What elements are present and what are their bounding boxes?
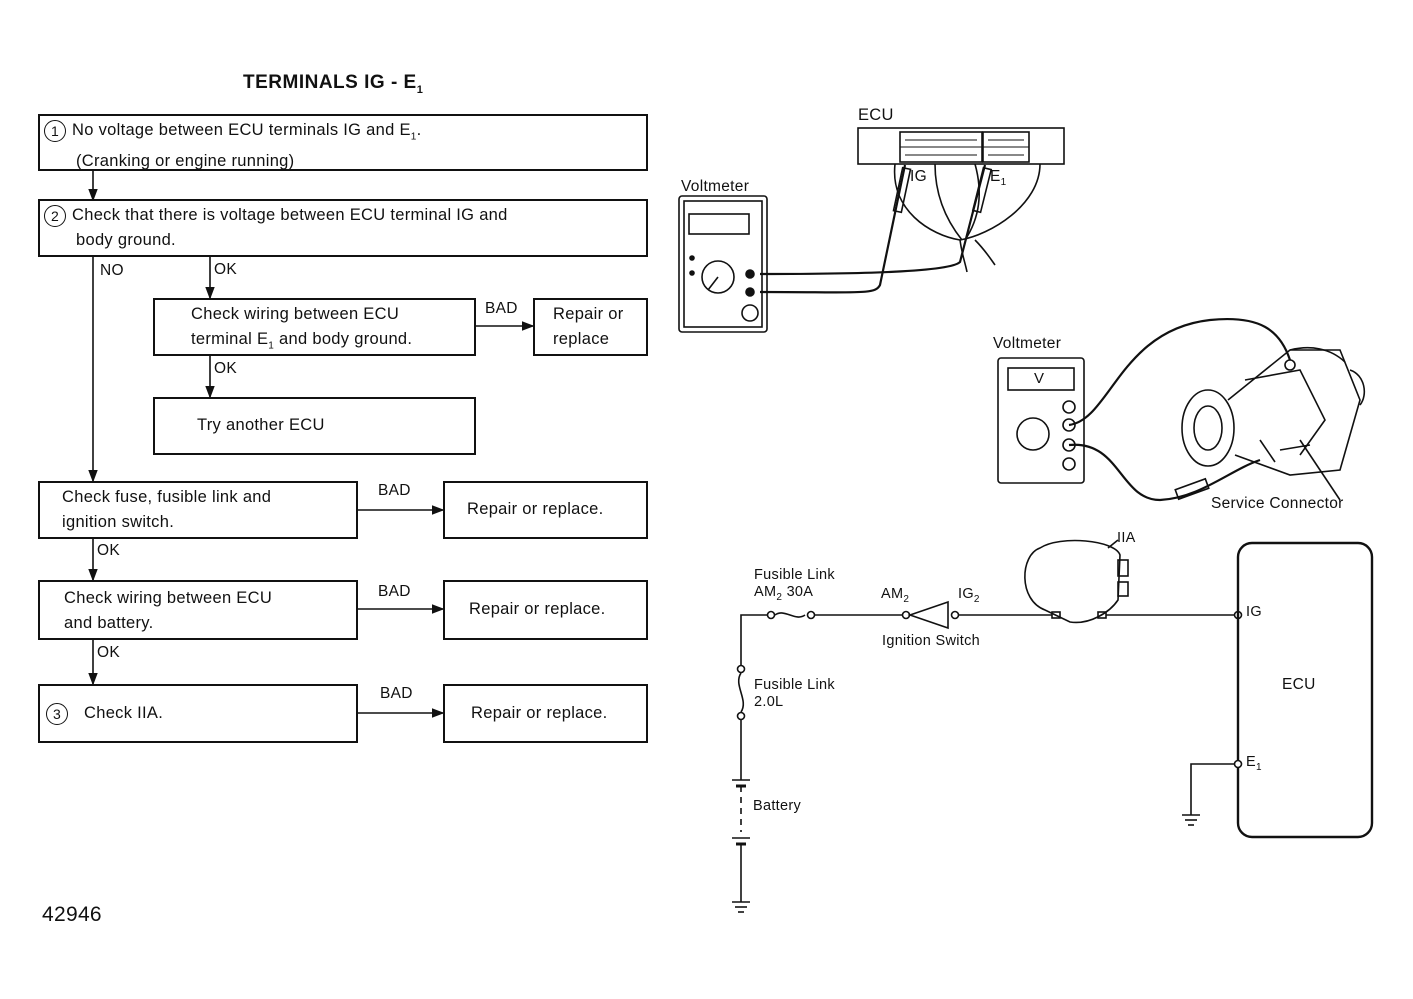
repair-or-replace-box-3: Repair or replace. bbox=[443, 580, 648, 640]
bad-label: BAD bbox=[378, 583, 411, 600]
ig-terminal-label: IG bbox=[910, 168, 927, 185]
step-1-line-2: (Cranking or engine running) bbox=[76, 152, 295, 171]
ig2-label: IG2 bbox=[958, 586, 980, 605]
e1-terminal-label: E1 bbox=[990, 168, 1007, 189]
page-title: TERMINALS IG - E1 bbox=[243, 72, 424, 96]
battery-label: Battery bbox=[753, 798, 802, 814]
fusible-link-am2-label: Fusible Link AM2 30A bbox=[754, 567, 835, 603]
ecu-e1-terminal-label: E1 bbox=[1246, 754, 1262, 773]
ignition-switch-label: Ignition Switch bbox=[882, 633, 980, 649]
step-2-line-1: Check that there is voltage between ECU … bbox=[72, 206, 508, 224]
step-2-line-2: body ground. bbox=[76, 231, 176, 249]
iia-label: IIA bbox=[1117, 530, 1136, 546]
step-number: 2 bbox=[44, 204, 66, 227]
step-1-line-1: No voltage between ECU terminals IG and … bbox=[72, 121, 422, 143]
voltmeter-1-illustration bbox=[678, 195, 768, 333]
bad-label: BAD bbox=[485, 300, 518, 317]
ok-label: OK bbox=[97, 644, 120, 661]
meter-v-label: V bbox=[1034, 370, 1045, 387]
no-label: NO bbox=[100, 262, 124, 279]
try-another-ecu-box: Try another ECU bbox=[153, 397, 476, 455]
voltmeter-label: Voltmeter bbox=[681, 178, 750, 195]
ecu-ig-terminal-label: IG bbox=[1246, 604, 1262, 620]
voltmeter-2-label: Voltmeter bbox=[993, 335, 1062, 352]
wiring-schematic bbox=[732, 539, 1374, 913]
engine-illustration bbox=[1181, 346, 1366, 501]
voltmeter-2-illustration bbox=[997, 318, 1292, 502]
bad-label: BAD bbox=[378, 482, 411, 499]
service-connector-label: Service Connector bbox=[1211, 495, 1344, 512]
ok-label: OK bbox=[214, 261, 237, 278]
step-number: 1 bbox=[44, 119, 66, 142]
ecu-schematic-label: ECU bbox=[1282, 676, 1316, 693]
repair-or-replace-box-4: Repair or replace. bbox=[443, 684, 648, 743]
step-1-box: 1 No voltage between ECU terminals IG and… bbox=[38, 114, 648, 171]
ecu-connector-illustration bbox=[759, 127, 1065, 294]
check-wiring-e1-box: Check wiring between ECU terminal E1 and… bbox=[153, 298, 476, 356]
figure-number: 42946 bbox=[42, 903, 102, 926]
bad-label: BAD bbox=[380, 685, 413, 702]
am2-label: AM2 bbox=[881, 586, 910, 605]
step-number: 3 bbox=[46, 702, 68, 725]
ecu-label: ECU bbox=[858, 106, 894, 124]
ok-label: OK bbox=[214, 360, 237, 377]
step-2-box: 2 Check that there is voltage between ECU… bbox=[38, 199, 648, 257]
repair-or-replace-box-2: Repair or replace. bbox=[443, 481, 648, 539]
ok-label: OK bbox=[97, 542, 120, 559]
